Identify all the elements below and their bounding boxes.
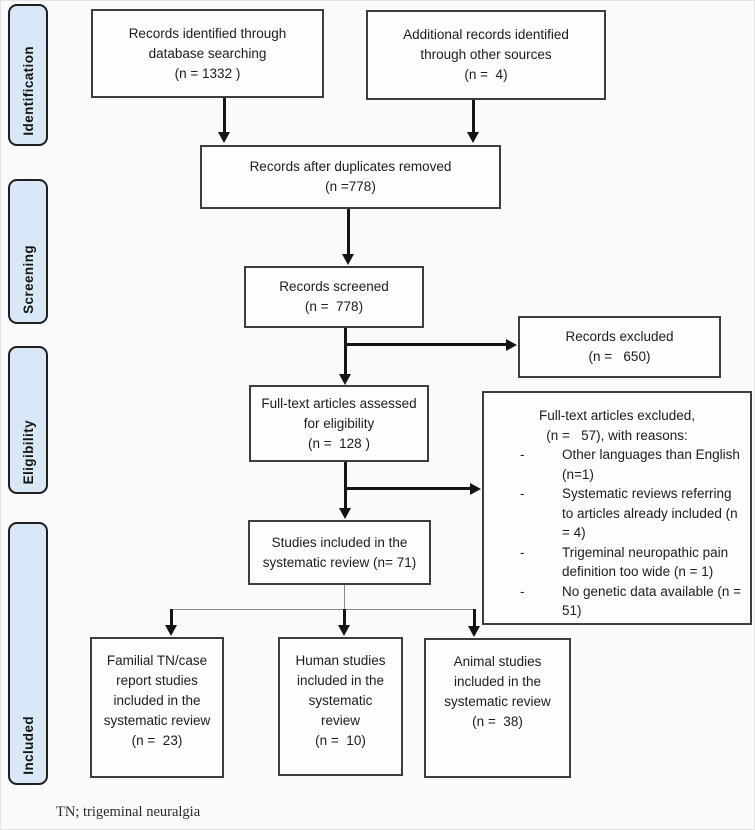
stage-included-label: Included — [20, 716, 36, 775]
connector-split-to-animal — [473, 609, 476, 627]
box-additional-records-count: (n = 4) — [464, 67, 508, 82]
box-human-studies-line: review — [320, 713, 360, 728]
stage-identification-label: Identification — [20, 46, 36, 136]
box-records-screened-line: Records screened — [279, 279, 389, 294]
box-human-studies-line: systematic — [308, 693, 373, 708]
box-fulltext-excluded-header: Full-text articles excluded, — [538, 408, 696, 423]
box-animal-studies-count: (n = 38) — [472, 714, 523, 729]
exclusion-reason-text: Systematic reviews referring to articles… — [562, 486, 738, 540]
box-fulltext-assessed-count: (n = 128 ) — [308, 435, 370, 451]
box-duplicates-removed-count: (n =778) — [325, 179, 376, 194]
box-records-screened: Records screened (n = 778) — [244, 266, 424, 328]
exclusion-reason-item: - Trigeminal neuropathic pain definition… — [520, 543, 746, 582]
box-animal-studies-line: Animal studies — [453, 654, 542, 669]
stage-eligibility: Eligibility — [8, 346, 48, 494]
exclusion-reason-item: - No genetic data available (n = 51) — [520, 582, 746, 621]
box-records-screened-count: (n = 778) — [304, 299, 364, 314]
box-additional-records-line: Additional records identified — [403, 27, 569, 42]
box-records-identified-count: (n = 1332 ) — [174, 65, 241, 81]
box-human-studies: Human studies included in the systematic… — [278, 637, 403, 776]
box-studies-included-count: systematic review (n= 71) — [262, 554, 417, 570]
exclusion-reasons-list: - Other languages than English (n=1) - S… — [484, 445, 750, 621]
footnote-abbreviation: TN; trigeminal neuralgia — [56, 804, 201, 820]
stage-identification: Identification — [8, 4, 48, 146]
connector-additional-to-duplicates — [472, 100, 475, 133]
box-familial-studies-line: report studies — [116, 673, 198, 688]
arrowhead-right-icon — [506, 339, 517, 351]
arrowhead-down-icon — [339, 374, 351, 385]
arrowhead-down-icon — [467, 132, 479, 143]
stage-screening-label: Screening — [20, 245, 36, 314]
box-additional-records: Additional records identified through ot… — [366, 10, 606, 100]
connector-studies-split-rail — [171, 609, 474, 610]
arrowhead-down-icon — [339, 508, 351, 519]
bullet-dash: - — [520, 447, 525, 462]
box-human-studies-count: (n = 10) — [315, 733, 366, 748]
box-familial-studies: Familial TN/case report studies included… — [90, 637, 224, 778]
exclusion-reason-item: - Systematic reviews referring to articl… — [520, 484, 746, 543]
bullet-dash: - — [520, 583, 525, 599]
connector-screened-to-excluded — [345, 343, 507, 346]
box-animal-studies-line: included in the — [453, 674, 542, 689]
arrowhead-down-icon — [468, 626, 480, 637]
arrowhead-down-icon — [165, 625, 177, 636]
connector-split-to-familial — [170, 609, 173, 626]
bullet-dash: - — [520, 486, 525, 501]
arrowhead-down-icon — [218, 132, 230, 143]
exclusion-reason-text: Other languages than English (n=1) — [562, 447, 740, 482]
box-familial-studies-line: included in the — [113, 693, 201, 708]
stage-included: Included — [8, 522, 48, 785]
box-fulltext-assessed-line: for eligibility — [303, 415, 375, 431]
box-familial-studies-line: Familial TN/case — [106, 653, 208, 668]
box-records-excluded-line: Records excluded — [565, 329, 674, 344]
box-records-identified: Records identified through database sear… — [91, 9, 324, 98]
stage-screening: Screening — [8, 179, 48, 324]
box-fulltext-excluded-count: (n = 57), with reasons: — [546, 427, 688, 443]
box-familial-studies-count: (n = 23) — [131, 733, 183, 748]
box-studies-included-line: Studies included in the — [271, 534, 408, 550]
box-additional-records-line: through other sources — [420, 47, 552, 62]
exclusion-reason-text: Trigeminal neuropathic pain definition t… — [562, 544, 729, 580]
box-animal-studies-line: systematic review — [444, 694, 551, 709]
box-fulltext-excluded: Full-text articles excluded, (n = 57), w… — [482, 391, 752, 625]
box-records-excluded-count: (n = 650) — [588, 349, 651, 364]
exclusion-reason-item: - Other languages than English (n=1) — [520, 445, 746, 484]
box-records-identified-line: database searching — [148, 45, 267, 61]
box-animal-studies: Animal studies included in the systemati… — [424, 638, 571, 778]
box-fulltext-assessed-line: Full-text articles assessed — [261, 395, 417, 411]
connector-studies-split-stem — [344, 585, 345, 610]
box-human-studies-line: Human studies — [295, 653, 386, 668]
arrowhead-down-icon — [342, 254, 354, 265]
connector-split-to-human — [343, 609, 346, 626]
arrowhead-down-icon — [338, 625, 350, 636]
box-human-studies-line: included in the — [296, 673, 385, 688]
box-studies-included: Studies included in the systematic revie… — [248, 520, 431, 585]
box-records-excluded: Records excluded (n = 650) — [518, 316, 721, 378]
box-familial-studies-line: systematic review — [103, 713, 211, 728]
connector-identified-to-duplicates — [223, 98, 226, 133]
connector-duplicates-to-screened — [347, 209, 350, 255]
box-records-identified-line: Records identified through — [128, 25, 287, 41]
exclusion-reason-text: No genetic data available (n = 51) — [562, 583, 741, 619]
box-duplicates-removed-line: Records after duplicates removed — [249, 159, 452, 174]
connector-fulltext-to-fulltext-excluded — [345, 487, 471, 490]
connector-fulltext-to-included — [344, 462, 347, 509]
box-duplicates-removed: Records after duplicates removed (n =778… — [200, 145, 501, 209]
connector-screened-to-fulltext — [344, 328, 347, 375]
box-fulltext-assessed: Full-text articles assessed for eligibil… — [249, 385, 429, 462]
arrowhead-right-icon — [470, 483, 481, 495]
bullet-dash: - — [520, 544, 525, 560]
stage-eligibility-label: Eligibility — [20, 419, 36, 484]
